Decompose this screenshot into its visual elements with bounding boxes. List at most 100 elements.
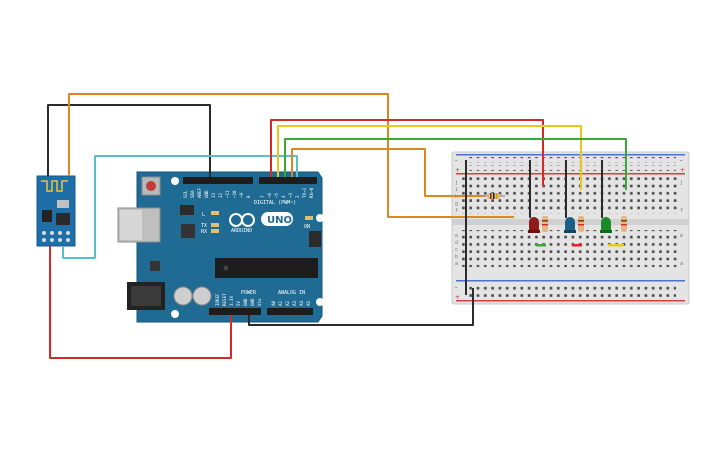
mounting-hole [171,177,179,185]
icsp-header-small [180,205,194,215]
icsp-header [309,231,321,247]
chip-notch [223,265,229,271]
row-letter-e: e [455,233,458,239]
row-letter-f-right: f [680,208,683,214]
resistor-esp[interactable] [482,193,505,199]
arduino-brand-text: ARDUINO [231,228,252,234]
rail-plus-symbol-right: + [680,167,685,174]
top-rail-positive-line [456,173,685,175]
voltage-regulator [150,261,160,271]
led-red[interactable] [528,217,540,233]
arduino-uno-board[interactable]: L TX RX SCL SDA AREF GND 13 12 ~11 ~10 ~… [117,171,324,323]
esp-header-pins[interactable] [42,231,70,242]
pin-label-reset: RESET [222,293,227,306]
analog-header[interactable] [267,308,313,315]
capacitor [173,286,193,306]
row-letter-j: j [455,180,458,186]
power-section-label: POWER [241,290,257,296]
arduino-logo: ARDUINO [229,213,255,234]
digital-header-left[interactable] [183,177,253,184]
wire-red-power[interactable] [49,246,232,359]
wire-red-led[interactable] [270,119,544,186]
mounting-hole [171,310,179,318]
rail-plus-symbol-bottom: + [455,294,460,301]
on-led [305,216,313,220]
wire-black-ground[interactable] [248,288,474,326]
pin-label-11: ~11 [225,190,230,198]
pin-label-12: 12 [218,192,223,198]
led-label-tx: TX [201,223,207,229]
pin-label-sda: SDA [190,190,195,198]
row-letter-j-right: j [680,180,683,186]
resistor-red-led[interactable] [542,216,548,232]
led-rx [211,229,219,233]
terminal-strip-bottom [462,230,678,267]
pin-label-a3: A3 [292,300,297,306]
jumper-red-1 [572,244,582,247]
rail-minus-symbol-right: - [680,157,682,164]
pin-label-8: 8 [246,195,251,198]
pin-label-tx1: TX→1 [302,187,307,198]
jumper-green-1 [536,244,546,247]
row-letter-c: c [455,247,458,253]
uno-badge-text: UNO [267,215,292,226]
reset-button-cap[interactable] [146,181,156,191]
atmega-chip [215,258,318,278]
row-letter-i: i [455,187,458,193]
wire-orange-esp-to-breadboard[interactable] [68,93,514,218]
mounting-hole [316,298,324,306]
capacitor [192,286,212,306]
led-l [211,211,219,215]
pin-label-5: ~5 [274,192,279,198]
antenna-trace [41,180,68,192]
led-label-l: L [202,212,205,218]
row-letter-a: a [455,261,458,267]
pin-label-4: 4 [281,195,286,198]
led-green[interactable] [600,217,612,233]
pin-label-7: 7 [260,195,265,198]
pin-label-gnd-1: GND [243,298,248,306]
wire-black-esp-gnd[interactable] [47,104,211,177]
rail-minus-symbol: - [455,157,457,164]
power-header[interactable] [209,308,261,315]
digital-header-right[interactable] [259,177,317,184]
row-letter-e-right: e [680,233,683,239]
wire-green-led[interactable] [284,138,627,190]
pin-label-vin: Vin [257,298,262,306]
led-blue[interactable] [564,217,576,233]
top-rail-negative-line [456,154,685,156]
wire-orange-resistor[interactable] [291,148,485,197]
row-letter-d: d [455,240,458,246]
pin-label-a4: A4 [299,300,304,306]
pin-label-a1: A1 [278,300,283,306]
pin-label-aref: AREF [197,187,202,198]
wire-yellow-led[interactable] [277,125,582,190]
wire-cyan-esp-tx[interactable] [62,155,298,259]
bottom-rail-negative-line [456,280,685,282]
pin-label-2: 2 [295,195,300,198]
bottom-rail-holes-2 [466,292,676,298]
pin-label-10: ~10 [232,190,237,198]
uno-badge [261,212,293,226]
power-jack-inner [131,286,161,306]
resistor-blue-led[interactable] [578,216,584,232]
led-label-rx: RX [201,229,207,235]
digital-pwm-label: DIGITAL (PWM~) [254,200,296,206]
esp-chip [42,210,52,222]
esp8266-module[interactable] [36,175,76,247]
pin-label-a5: A5 [306,300,311,306]
usb-connector-face [120,210,142,240]
mounting-hole [316,214,324,222]
row-letter-f: f [455,208,458,214]
pin-label-5v: 5V [236,300,241,306]
pin-label-a2: A2 [285,300,290,306]
rail-plus-symbol: + [455,167,460,174]
led-tx [211,223,219,227]
bottom-rail-positive-line [456,300,685,302]
resistor-green-led[interactable] [621,216,627,232]
pin-label-13: 13 [211,192,216,198]
top-rail-holes-2 [466,165,676,171]
pin-label-3v3: 3.3V [229,295,234,306]
